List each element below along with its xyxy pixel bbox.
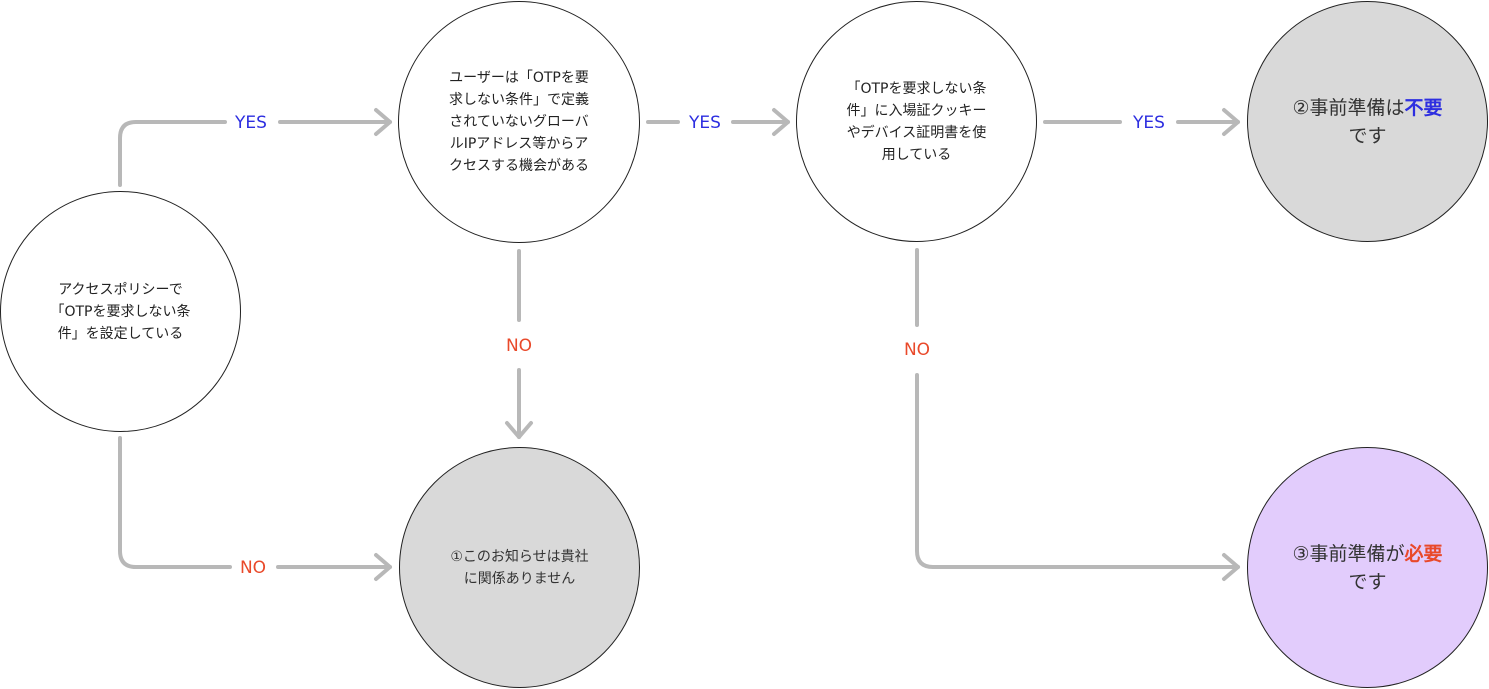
- edge-label-cookie-no: NO: [899, 340, 935, 360]
- result3-prefix: ③事前準備が: [1292, 542, 1405, 565]
- cookie-line-4: 用している: [881, 146, 952, 163]
- decision-cookie-certificate-text: 「OTPを要求しない条 件」に入場証クッキー やデバイス証明書を使 用している: [846, 78, 986, 166]
- edge-label-policy-yes: YES: [231, 113, 271, 133]
- result3-line-1: ③事前準備が必要: [1292, 540, 1442, 568]
- arrowhead-globalip-yes: [772, 108, 790, 136]
- result-not-relevant-text: ①このお知らせは貴社 に関係ありません: [450, 546, 588, 590]
- connector-cookie-no-tail: [915, 373, 1240, 569]
- cookie-line-2: 件」に入場証クッキー: [846, 102, 987, 119]
- result2-prefix: ②事前準備は: [1292, 96, 1405, 119]
- cookie-line-3: やデバイス証明書を使: [846, 124, 987, 141]
- cookie-line-1: 「OTPを要求しない条: [846, 80, 987, 97]
- global-ip-line-2: 求しない条件」で定義: [449, 92, 589, 108]
- policy-line-2: 「OTPを要求しない条: [50, 303, 191, 320]
- arrowhead-cookie-yes: [1222, 108, 1240, 136]
- decision-global-ip-text: ユーザーは「OTPを要 求しない条件」で定義 されていないグローバ ルIPアドレ…: [449, 67, 589, 177]
- arrowhead-globalip-no: [505, 421, 533, 439]
- connector-policy-no: [118, 436, 232, 569]
- policy-line-1: アクセスポリシーで: [58, 281, 183, 298]
- result-not-required-text: ②事前準備は不要 です: [1292, 94, 1442, 150]
- result1-line-1: ①このお知らせは貴社: [450, 548, 589, 565]
- policy-line-3: 件」を設定している: [57, 325, 184, 342]
- result-preparation-not-required: ②事前準備は不要 です: [1247, 1, 1488, 242]
- arrowhead-policy-no: [374, 553, 392, 581]
- edge-label-globalip-no: NO: [501, 336, 537, 356]
- decision-access-policy-text: アクセスポリシーで 「OTPを要求しない条 件」を設定している: [50, 279, 190, 345]
- result3-line-2: です: [1348, 570, 1387, 593]
- result1-line-2: に関係ありません: [463, 570, 576, 587]
- connector-policy-yes: [118, 120, 227, 187]
- result-preparation-required: ③事前準備が必要 です: [1247, 447, 1488, 688]
- edge-label-globalip-yes: YES: [685, 113, 725, 133]
- decision-global-ip: ユーザーは「OTPを要 求しない条件」で定義 されていないグローバ ルIPアドレ…: [398, 1, 640, 243]
- decision-cookie-certificate: 「OTPを要求しない条 件」に入場証クッキー やデバイス証明書を使 用している: [796, 1, 1037, 242]
- result-required-text: ③事前準備が必要 です: [1292, 540, 1442, 596]
- result2-keyword-not-required: 不要: [1404, 96, 1443, 119]
- global-ip-line-1: ユーザーは「OTPを要: [449, 70, 589, 86]
- result2-line-2: です: [1348, 124, 1387, 147]
- arrowhead-cookie-no: [1222, 553, 1240, 581]
- global-ip-line-4: ルIPアドレス等からア: [449, 136, 589, 152]
- arrowhead-policy-yes: [374, 108, 392, 136]
- global-ip-line-5: クセスする機会がある: [449, 158, 589, 174]
- result2-line-1: ②事前準備は不要: [1292, 94, 1442, 122]
- edge-label-cookie-yes: YES: [1129, 113, 1169, 133]
- edge-label-policy-no: NO: [235, 558, 271, 578]
- result3-keyword-required: 必要: [1404, 542, 1443, 565]
- decision-access-policy: アクセスポリシーで 「OTPを要求しない条 件」を設定している: [0, 191, 241, 432]
- result-not-relevant: ①このお知らせは貴社 に関係ありません: [399, 447, 640, 688]
- global-ip-line-3: されていないグローバ: [449, 114, 589, 130]
